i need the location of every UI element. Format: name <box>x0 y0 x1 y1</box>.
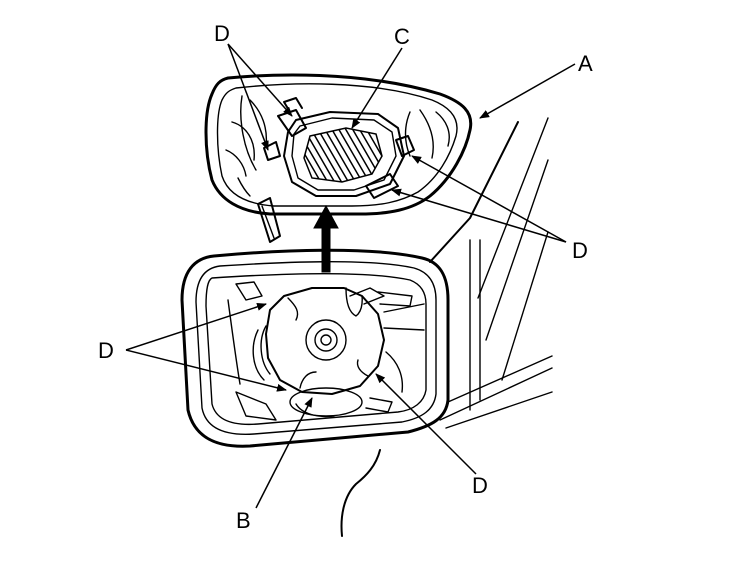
door-frame <box>429 117 553 429</box>
hatched-center <box>303 127 383 183</box>
label-c: C <box>394 24 410 49</box>
label-b: B <box>236 508 251 533</box>
label-d-right: D <box>572 238 588 263</box>
label-d-left: D <box>98 338 114 363</box>
leader-lines <box>125 43 576 509</box>
mirror-glass-assembly <box>204 73 473 243</box>
direction-arrow <box>313 204 339 273</box>
label-a: A <box>578 51 593 76</box>
wire-harness <box>340 449 381 537</box>
mirror-housing <box>180 248 450 448</box>
label-d-top: D <box>214 21 230 46</box>
label-d-bottom: D <box>472 473 488 498</box>
